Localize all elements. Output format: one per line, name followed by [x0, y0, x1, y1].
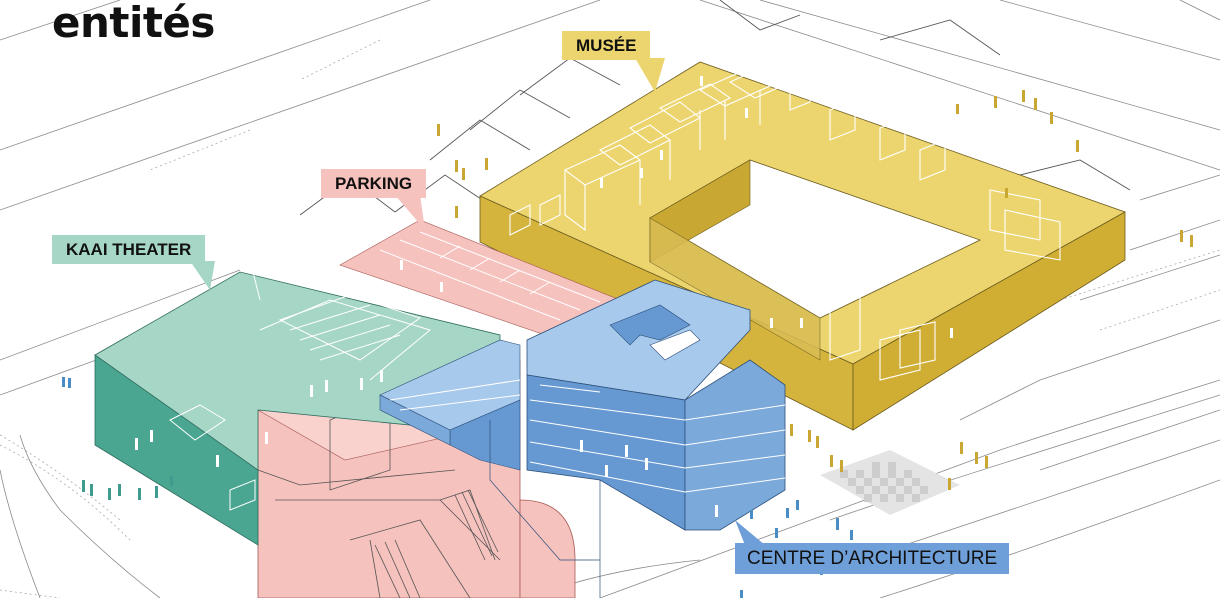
parking-label-pointer — [395, 195, 425, 230]
parking-label: PARKING — [321, 169, 427, 198]
centre-right — [684, 359, 786, 531]
kaai-label-pointer — [190, 261, 215, 290]
people-gold — [437, 90, 1193, 490]
kaai-side — [94, 354, 259, 546]
kaai-block — [94, 259, 501, 546]
people-white — [135, 76, 953, 517]
page-title: entités — [52, 0, 215, 47]
musee-label-pointer — [635, 58, 665, 92]
people-teal — [82, 476, 173, 500]
plaza-checkerboard — [820, 450, 960, 515]
musee-side-right — [852, 211, 1126, 431]
dashed-context — [0, 39, 1220, 598]
centre-front — [526, 374, 686, 531]
musee-label: MUSÉE — [562, 31, 651, 60]
centre-architecture-label: CENTRE D’ARCHITECTURE — [735, 543, 1010, 574]
kaai-theater-label: KAAI THEATER — [52, 235, 206, 264]
centre-label-pointer — [735, 520, 765, 545]
centre-block — [379, 279, 786, 598]
